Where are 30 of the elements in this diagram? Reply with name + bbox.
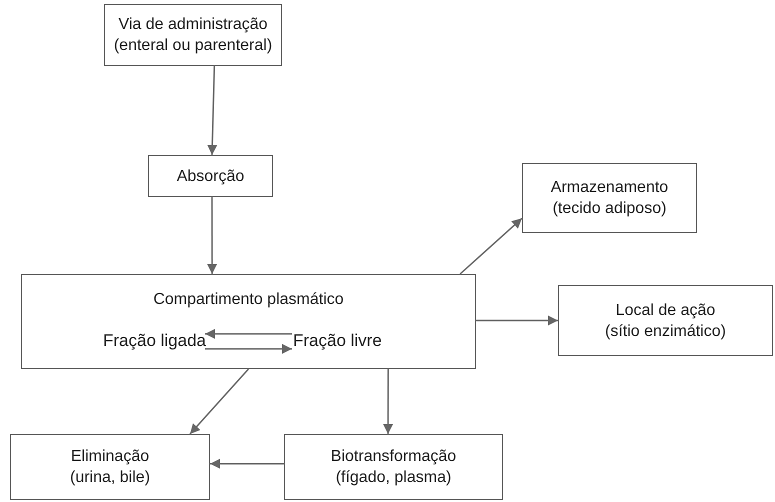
arrow xyxy=(207,66,218,156)
process-box xyxy=(284,434,503,500)
node-label: Fração ligada xyxy=(102,330,206,350)
arrow xyxy=(383,369,394,434)
node-text: Armazenamento xyxy=(550,178,668,198)
arrow xyxy=(205,328,292,339)
arrow xyxy=(189,368,250,434)
node-text: Via de administração xyxy=(118,15,268,35)
process-box xyxy=(104,4,282,66)
node-text: (enteral ou parenteral) xyxy=(114,36,272,56)
process-box xyxy=(10,434,210,500)
process-box xyxy=(148,155,273,197)
node-text: Absorção xyxy=(176,166,244,186)
node-text: Biotransformação xyxy=(330,447,456,467)
node-text: (fígado, plasma) xyxy=(336,468,452,488)
node-text: Local de ação xyxy=(616,300,716,320)
process-box xyxy=(558,285,773,356)
arrow xyxy=(205,344,292,354)
node-text: Eliminação xyxy=(70,447,150,467)
arrow xyxy=(210,458,284,469)
node-text: (sítio enzimático) xyxy=(605,322,726,342)
node-text: (urina, bile) xyxy=(70,468,150,488)
node-label: Fração livre xyxy=(293,330,382,350)
arrow xyxy=(460,218,522,275)
node-text: (tecido adiposo) xyxy=(552,199,666,219)
arrow xyxy=(207,197,218,274)
process-box xyxy=(522,163,697,233)
node-text: Compartimento plasmático xyxy=(153,290,344,310)
arrow xyxy=(476,316,558,326)
process-box xyxy=(21,274,476,369)
